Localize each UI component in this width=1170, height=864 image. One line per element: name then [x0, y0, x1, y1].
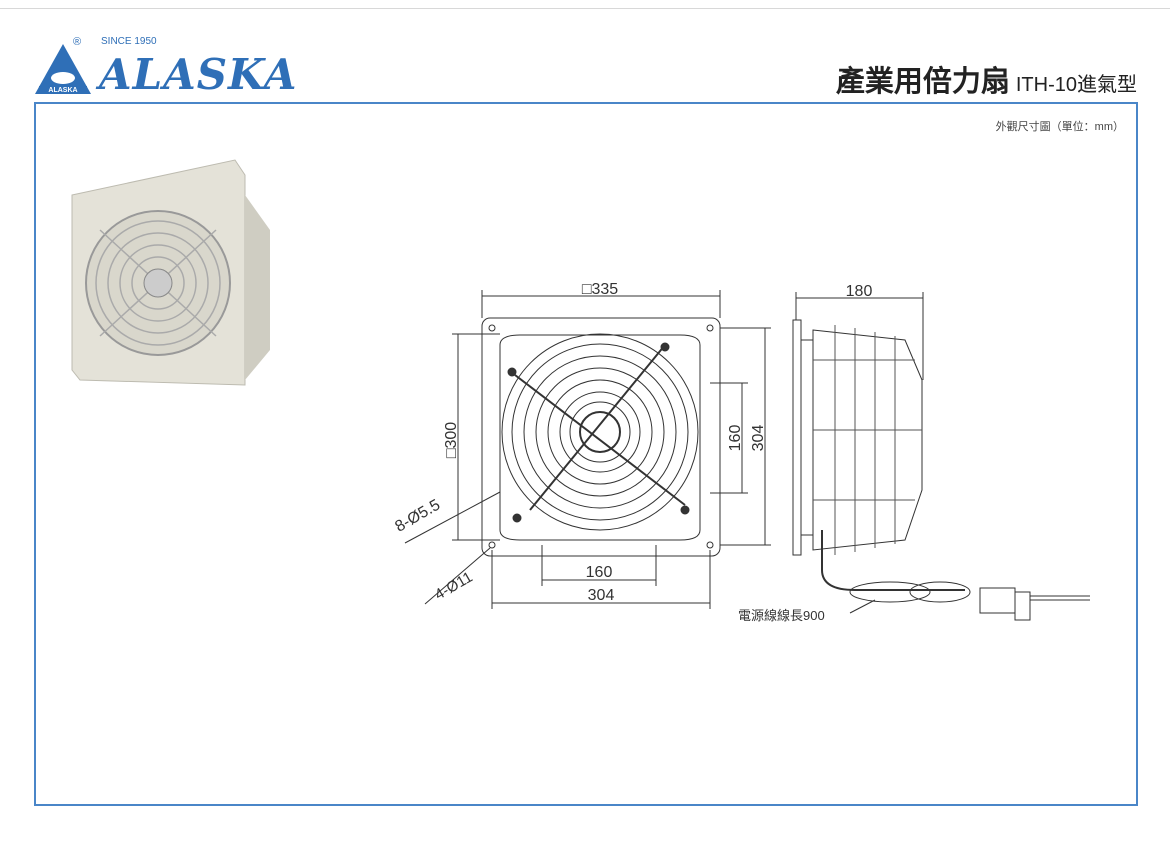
unit-note: 外觀尺寸圖（單位：mm） — [995, 121, 1124, 133]
cable-length-label: 電源線線長900 — [738, 608, 825, 623]
model-name: ITH-10進氣型 — [1015, 74, 1137, 96]
fan-photo — [71, 159, 270, 386]
product-title: 產業用倍力扇 — [835, 66, 1010, 98]
dim-large-holes: 4-Ø11 — [432, 569, 476, 604]
dim-front-width: □335 — [582, 281, 618, 298]
dim-hole-vertical: 160 — [727, 425, 744, 452]
dim-mount-horizontal: 304 — [588, 587, 615, 604]
since-text: SINCE 1950 — [101, 36, 157, 47]
dim-depth: 180 — [846, 283, 873, 300]
dim-mount-vertical: 304 — [750, 425, 767, 452]
alaska-logo: ALASKA ® SINCE 1950 ALASKA — [33, 36, 313, 98]
front-view — [404, 290, 771, 609]
brand-name: ALASKA — [99, 50, 298, 99]
dim-small-holes: 8-Ø5.5 — [392, 496, 443, 535]
svg-text:ALASKA: ALASKA — [48, 87, 77, 94]
registered-mark: ® — [73, 36, 82, 48]
drawing-frame: 外觀尺寸圖（單位：mm） — [34, 102, 1138, 806]
top-divider — [0, 8, 1170, 9]
dim-hole-horizontal: 160 — [586, 564, 613, 581]
dim-inner-square: □300 — [443, 422, 460, 458]
side-view — [792, 292, 1090, 621]
polar-bear-badge-icon: ALASKA — [35, 44, 91, 94]
